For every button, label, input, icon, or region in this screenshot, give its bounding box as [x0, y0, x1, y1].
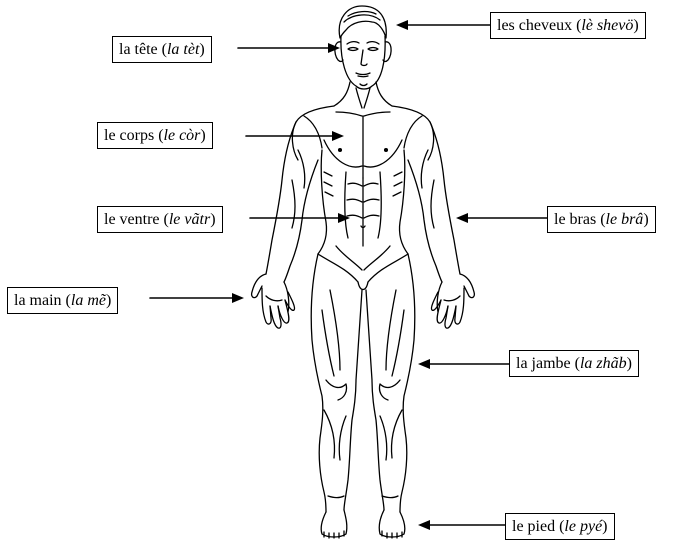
label-corps-close-paren: ) [200, 127, 205, 144]
label-main-close-paren: ) [106, 292, 111, 309]
label-ventre-open-paren: ( [160, 211, 169, 228]
torso-drawing [292, 82, 433, 290]
label-main-open-paren: ( [62, 292, 71, 309]
label-pied-pronunciation: le pyé [564, 518, 602, 535]
label-main-word: la main [14, 292, 62, 309]
label-ventre: le ventre (le vãtr) [97, 206, 223, 233]
hands-drawing [252, 274, 475, 328]
label-bras: le bras (le brâ) [547, 206, 656, 233]
label-bras-word: le bras [554, 211, 596, 228]
label-corps-pronunciation: le còr [164, 127, 201, 144]
label-bras-close-paren: ) [643, 211, 648, 228]
label-ventre-close-paren: ) [210, 211, 215, 228]
label-pied: le pied (le pyé) [505, 513, 615, 540]
label-jambe-word: la jambe [516, 355, 571, 372]
label-jambe-open-paren: ( [571, 355, 580, 372]
label-pied-word: le pied [512, 518, 555, 535]
label-cheveux: les cheveux (lè shevö) [490, 12, 646, 39]
label-tete-pronunciation: la tèt [167, 41, 199, 58]
feet-drawing [321, 510, 405, 538]
label-jambe-pronunciation: la zhãb [580, 355, 627, 372]
label-cheveux-open-paren: ( [572, 17, 581, 34]
head-drawing [335, 6, 391, 89]
label-ventre-word: le ventre [104, 211, 160, 228]
label-corps-word: le corps [104, 127, 154, 144]
label-main-pronunciation: la mẽ [71, 292, 106, 309]
legs-drawing [311, 254, 415, 512]
label-ventre-pronunciation: le vãtr [169, 211, 210, 228]
label-cheveux-close-paren: ) [633, 17, 638, 34]
label-bras-pronunciation: le brâ [606, 211, 644, 228]
label-jambe-close-paren: ) [627, 355, 632, 372]
label-tete-word: la tête [119, 41, 158, 58]
label-corps-open-paren: ( [154, 127, 163, 144]
label-cheveux-word: les cheveux [497, 17, 572, 34]
label-jambe: la jambe (la zhãb) [509, 350, 639, 377]
label-pied-close-paren: ) [602, 518, 607, 535]
pointer-arrows [150, 20, 547, 530]
label-cheveux-pronunciation: lè shevö [581, 17, 633, 34]
label-corps: le corps (le còr) [97, 122, 213, 149]
label-bras-open-paren: ( [596, 211, 605, 228]
label-tete: la tête (la tèt) [112, 36, 212, 63]
label-tete-close-paren: ) [199, 41, 204, 58]
label-main: la main (la mẽ) [7, 287, 118, 314]
label-tete-open-paren: ( [158, 41, 167, 58]
